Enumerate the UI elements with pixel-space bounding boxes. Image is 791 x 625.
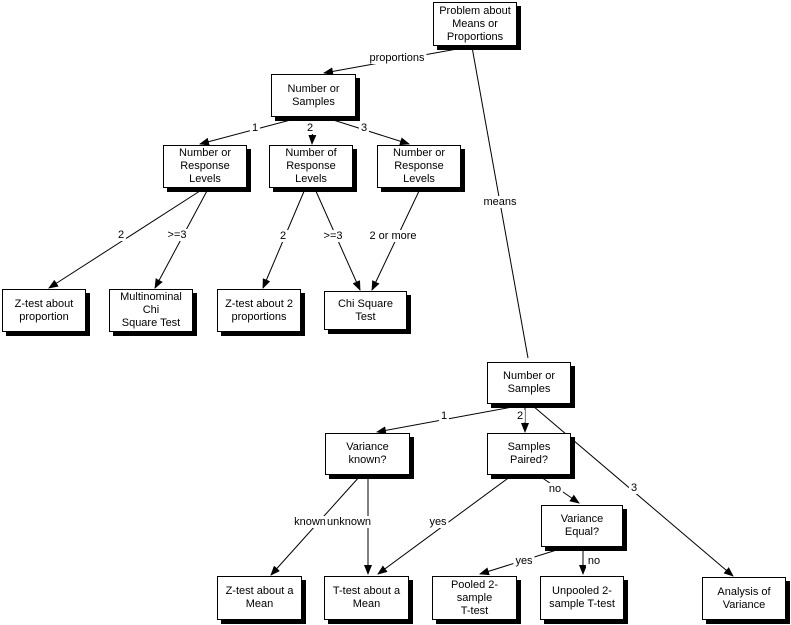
edge-label-resp1-ge3: >=3 [165,229,189,241]
edge-label-vareq-yes: yes [513,555,535,567]
edge-label-paired-yes: yes [427,516,449,528]
node-ttest-mean: T-test about a Mean [324,576,409,620]
node-anova: Analysis of Variance [702,577,786,620]
edge-label-resp3-2ormore: 2 or more [367,230,419,242]
edge-label-vareq-no: no [585,555,603,567]
edge-line-samples1-2 [308,118,317,145]
edge-label-samples1-1: 1 [249,122,261,134]
edge-label-samples1-2: 2 [304,122,316,134]
node-ztest-mean: Z-test about a Mean [217,576,302,620]
node-resp3: Number or Response Levels [377,145,461,188]
node-samples2: Number or Samples [487,362,571,404]
node-samples1: Number or Samples [271,74,356,117]
node-variance-known: Variance known? [325,433,410,475]
edge-label-resp2-ge3: >=3 [321,230,345,242]
edge-label-unknown: unknown [324,516,374,528]
edge-label-known: known [292,516,328,528]
edge-label-samples2-3: 3 [628,482,640,494]
edge-label-resp1-2: 2 [115,229,127,241]
node-chi-square: Chi Square Test [324,291,407,330]
edge-line-samples2-1 [376,404,524,435]
node-variance-equal: Variance Equal? [541,505,623,547]
edge-label-proportions: proportions [367,52,427,64]
node-pooled-ttest: Pooled 2-sample T-test [432,576,517,620]
edge-label-samples1-3: 3 [358,122,370,134]
node-ztest-2prop: Z-test about 2 proportions [217,289,301,332]
node-resp2: Number of Response Levels [269,145,353,188]
edge-line-samples1-1 [199,117,299,146]
edge-label-means: means [481,196,519,208]
node-problem: Problem about Means or Proportions [433,2,517,46]
node-samples-paired: Samples Paired? [487,433,571,475]
edge-label-resp2-2: 2 [277,230,289,242]
node-ztest-prop: Z-test about proportion [2,289,86,332]
node-resp1: Number or Response Levels [163,145,247,188]
node-unpooled-ttest: Unpooled 2- sample T-test [540,576,624,620]
edge-label-samples2-1: 1 [438,410,450,422]
node-multinomial: Multinominal Chi Square Test [109,289,193,332]
edge-label-samples2-2: 2 [514,410,526,422]
edge-label-paired-no: no [546,483,564,495]
